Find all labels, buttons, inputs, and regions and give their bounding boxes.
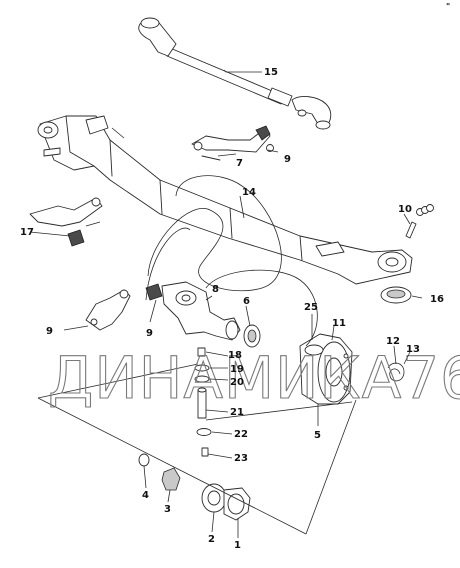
lower-arm-left: [29, 197, 103, 247]
bearing-ring: [243, 324, 261, 348]
callout-1: 1: [234, 540, 241, 551]
callout-12: 11: [332, 318, 346, 329]
callout-21: 20: [230, 377, 244, 388]
bolts-washers: [405, 204, 434, 239]
callout-22: 21: [230, 407, 244, 418]
callout-11: 10: [398, 204, 412, 215]
steering-arm: [191, 125, 274, 161]
callout-19: 18: [228, 350, 242, 361]
steering-knuckle: [145, 281, 241, 341]
axle-beam: [37, 115, 413, 285]
callout-5: 5: [314, 430, 321, 441]
callout-6: 6: [243, 296, 250, 307]
grease-seal: [380, 286, 412, 304]
callout-20: 19: [230, 364, 244, 375]
callout-16: 15: [264, 67, 278, 78]
lower-arm: [85, 289, 131, 331]
callout-8: 8: [212, 284, 219, 295]
callout-7: 7: [236, 158, 243, 169]
callout-13: 12: [386, 336, 400, 347]
callout-3: 3: [164, 504, 171, 515]
callout-18: 17: [20, 227, 34, 238]
callout-14: 13: [406, 344, 420, 355]
callout-4: 4: [142, 490, 149, 501]
king-pin-kit: [194, 347, 212, 457]
callout-9-lower: 9: [46, 326, 53, 337]
corner-mark: ": [446, 2, 450, 11]
callout-9-upper: 9: [284, 154, 291, 165]
callout-10: 9: [146, 328, 153, 339]
callout-23: 22: [234, 429, 248, 440]
callout-24: 23: [234, 453, 248, 464]
callout-17: 16: [430, 294, 444, 305]
spring-clip: [387, 362, 405, 382]
watermark: ДИНАМИКА76: [48, 344, 460, 412]
tie-rod: [138, 17, 332, 130]
callout-15: 14: [242, 187, 256, 198]
callout-2: 2: [208, 534, 215, 545]
callout-25: 25: [304, 302, 318, 313]
hub-drum: [299, 333, 353, 405]
